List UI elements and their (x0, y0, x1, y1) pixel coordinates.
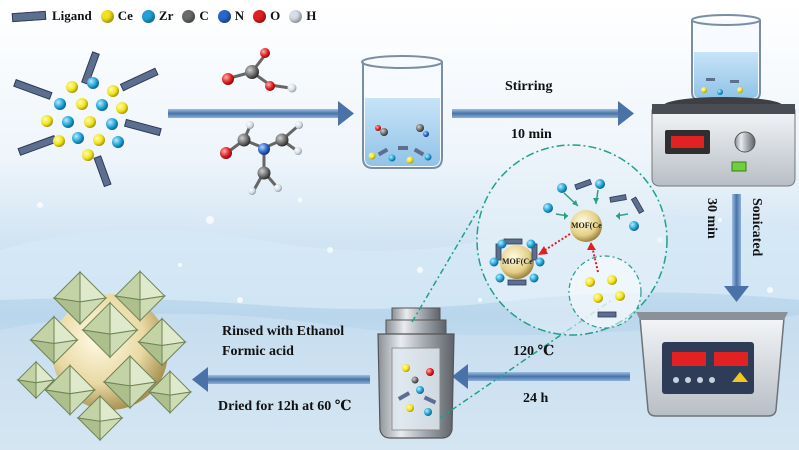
legend-item-n: N (217, 8, 245, 24)
octahedron-crystal (137, 317, 187, 367)
atom-ball-icon (141, 9, 155, 23)
legend-item-ce: Ce (100, 8, 133, 24)
octahedron-crystal (16, 360, 56, 400)
legend: Ligand Ce Zr C N O H (11, 7, 325, 25)
arrow-mix (168, 101, 354, 126)
arrow-washing (192, 367, 370, 392)
octahedron-crystal (113, 270, 167, 322)
arrow-heating (452, 364, 630, 389)
legend-label: Ligand (52, 8, 92, 23)
magnetic-stirrer (651, 14, 796, 187)
legend-label: H (306, 8, 317, 23)
legend-item-zr: Zr (141, 8, 174, 24)
dmf-molecule (220, 121, 303, 195)
rinse-label-line2: Formic acid (222, 344, 294, 359)
heating-time-label: 24 h (523, 391, 549, 406)
atom-ball-icon (182, 9, 196, 23)
legend-label: C (199, 8, 209, 23)
atom-ball-icon (253, 9, 267, 23)
octahedron-crystal (81, 301, 139, 359)
formic-acid-molecule (222, 48, 297, 93)
ligand-rod-icon (11, 10, 47, 22)
sonicated-label: Sonicated (749, 198, 764, 257)
octahedron-crystal (43, 364, 97, 416)
beaker-solution (361, 55, 443, 169)
legend-label: Ce (117, 8, 133, 23)
legend-item-h: H (289, 8, 316, 24)
octahedron-crystal (102, 354, 158, 410)
mof-product (16, 270, 193, 442)
atom-ball-icon (289, 9, 303, 23)
arrow-sonicated (724, 194, 749, 302)
drying-label: Dried for 12h at 60 ℃ (218, 399, 352, 414)
precursor-cluster (13, 51, 162, 188)
mof-center-label: MOF(Ce (571, 221, 602, 230)
octahedron-crystal (147, 369, 193, 415)
stirring-label: Stirring (505, 79, 553, 94)
legend-label: N (234, 8, 245, 23)
rinse-label-line1: Rinsed with Ethanol (222, 324, 345, 339)
arrow-stirring (452, 101, 634, 126)
octahedron-crystal (29, 315, 79, 365)
mof-left-label: MOF(Ce (502, 257, 533, 266)
mechanism-inset (411, 144, 668, 419)
legend-label: Zr (158, 8, 174, 23)
ultrasonic-bath (636, 312, 788, 417)
legend-item-ligand: Ligand (11, 8, 92, 24)
legend-item-o: O (253, 8, 280, 24)
octahedron-crystal (52, 270, 108, 326)
legend-item-c: C (182, 8, 209, 24)
octahedron-crystal (76, 394, 124, 442)
temperature-label: 120 ℃ (513, 344, 555, 359)
atom-ball-icon (217, 9, 231, 23)
legend-label: O (270, 8, 281, 23)
sonication-time-label: 30 min (704, 198, 719, 239)
stirring-time-label: 10 min (511, 127, 552, 142)
autoclave (377, 307, 455, 439)
atom-ball-icon (100, 9, 114, 23)
